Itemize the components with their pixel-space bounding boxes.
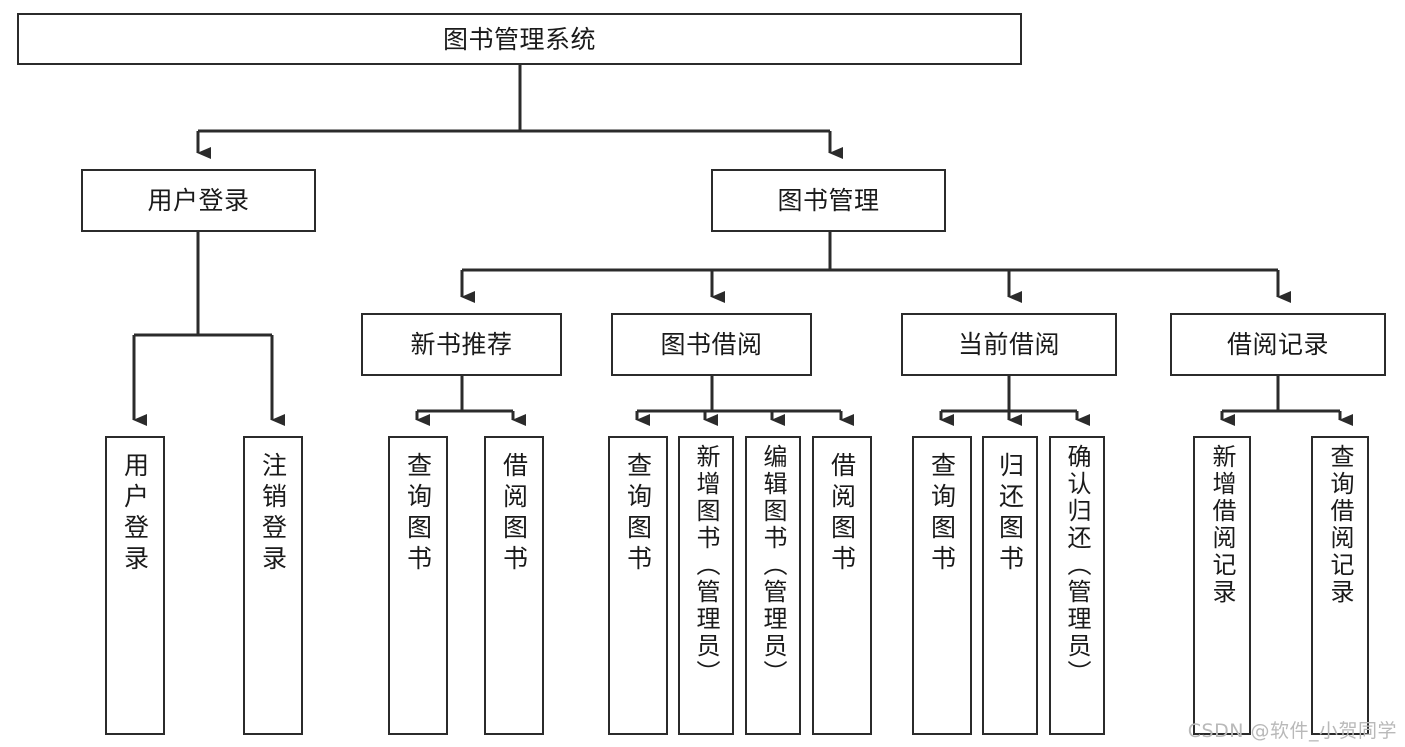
leaf-user-login-logout[interactable]: 注销登录	[243, 436, 303, 735]
node-label: 图书借阅	[660, 330, 763, 359]
node-current-borrow[interactable]: 当前借阅	[901, 313, 1117, 376]
node-label: 查询图书	[623, 452, 653, 576]
csdn-watermark: CSDN @软件_小贺同学	[1187, 720, 1397, 742]
node-root-system[interactable]: 图书管理系统	[17, 13, 1022, 65]
leaf-current-borrow-return[interactable]: 归还图书	[982, 436, 1038, 735]
node-book-management[interactable]: 图书管理	[711, 169, 946, 232]
node-new-book-recommend[interactable]: 新书推荐	[361, 313, 562, 376]
node-label: 查询借阅记录	[1326, 444, 1354, 606]
leaf-new-book-query[interactable]: 查询图书	[388, 436, 448, 735]
node-label: 借阅图书	[499, 452, 529, 576]
leaf-new-book-borrow[interactable]: 借阅图书	[484, 436, 544, 735]
node-label: 归还图书	[995, 452, 1025, 576]
node-label: 注销登录	[258, 452, 288, 576]
leaf-borrow-record-query[interactable]: 查询借阅记录	[1311, 436, 1369, 735]
node-label: 查询图书	[403, 452, 433, 576]
node-label: 编辑图书（管理员）	[759, 444, 787, 687]
leaf-book-borrow-query[interactable]: 查询图书	[608, 436, 668, 735]
leaf-book-borrow-add[interactable]: 新增图书（管理员）	[678, 436, 734, 735]
leaf-book-borrow-edit[interactable]: 编辑图书（管理员）	[745, 436, 801, 735]
node-label: 当前借阅	[957, 330, 1060, 359]
leaf-current-borrow-query[interactable]: 查询图书	[912, 436, 972, 735]
node-label: 图书管理	[777, 186, 880, 215]
leaf-user-login-login[interactable]: 用户登录	[105, 436, 165, 735]
node-label: 查询图书	[927, 452, 957, 576]
leaf-borrow-record-add[interactable]: 新增借阅记录	[1193, 436, 1251, 735]
node-label: 新增图书（管理员）	[692, 444, 720, 687]
node-label: 借阅图书	[827, 452, 857, 576]
node-label: 新书推荐	[410, 330, 513, 359]
node-label: 借阅记录	[1226, 330, 1329, 359]
node-user-login[interactable]: 用户登录	[81, 169, 316, 232]
node-label: 新增借阅记录	[1208, 444, 1236, 606]
node-book-borrow[interactable]: 图书借阅	[611, 313, 812, 376]
node-label: 图书管理系统	[442, 24, 596, 54]
node-borrow-record[interactable]: 借阅记录	[1170, 313, 1386, 376]
leaf-current-borrow-confirm-return[interactable]: 确认归还（管理员）	[1049, 436, 1105, 735]
node-label: 确认归还（管理员）	[1063, 444, 1091, 687]
node-label: 用户登录	[147, 186, 250, 215]
leaf-book-borrow-borrow[interactable]: 借阅图书	[812, 436, 872, 735]
node-label: 用户登录	[120, 452, 150, 576]
